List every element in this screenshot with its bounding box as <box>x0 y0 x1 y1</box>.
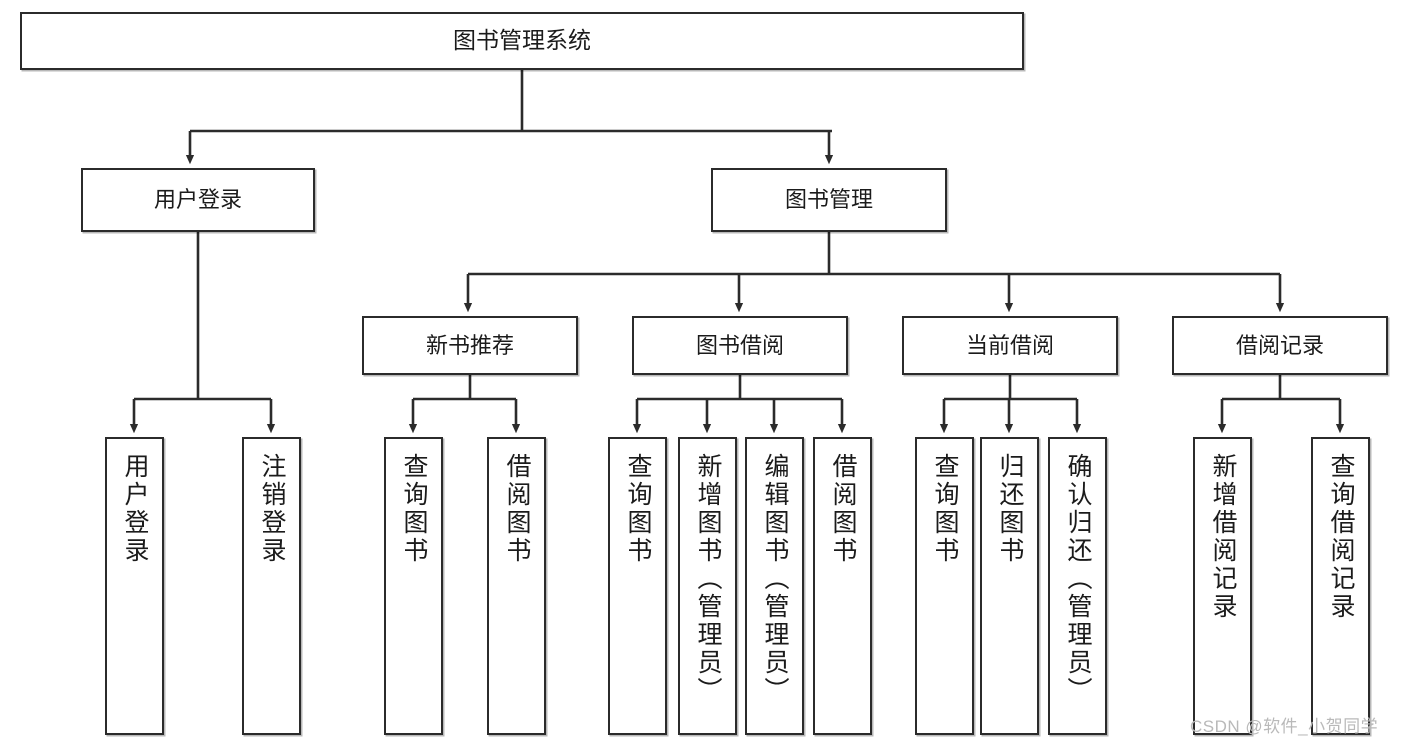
node-current-borrow[interactable]: 当前借阅 <box>902 316 1118 375</box>
node-label: 图书管理系统 <box>453 27 591 54</box>
node-label: 查询图书 <box>624 453 652 565</box>
node-leaf-borrow-book-1[interactable]: 借阅图书 <box>487 437 546 735</box>
node-label: 新增借阅记录 <box>1209 453 1237 621</box>
node-label: 确认归还（管理员） <box>1064 453 1092 705</box>
node-label: 查询借阅记录 <box>1327 453 1355 621</box>
node-label: 新增图书（管理员） <box>694 453 722 705</box>
node-label: 用户登录 <box>121 453 149 565</box>
node-label: 借阅图书 <box>503 453 531 565</box>
node-label: 注销登录 <box>258 453 286 565</box>
node-new-book-recommend[interactable]: 新书推荐 <box>362 316 578 375</box>
node-root-system[interactable]: 图书管理系统 <box>20 12 1024 70</box>
node-leaf-return-book[interactable]: 归还图书 <box>980 437 1039 735</box>
node-borrow-record[interactable]: 借阅记录 <box>1172 316 1388 375</box>
node-book-borrow[interactable]: 图书借阅 <box>632 316 848 375</box>
node-book-management[interactable]: 图书管理 <box>711 168 947 232</box>
node-leaf-edit-book[interactable]: 编辑图书（管理员） <box>745 437 804 735</box>
node-label: 借阅图书 <box>829 453 857 565</box>
node-leaf-query-book-3[interactable]: 查询图书 <box>915 437 974 735</box>
node-leaf-add-record[interactable]: 新增借阅记录 <box>1193 437 1252 735</box>
node-leaf-query-book-1[interactable]: 查询图书 <box>384 437 443 735</box>
node-leaf-add-book[interactable]: 新增图书（管理员） <box>678 437 737 735</box>
node-label: 查询图书 <box>931 453 959 565</box>
node-label: 查询图书 <box>400 453 428 565</box>
node-label: 归还图书 <box>996 453 1024 565</box>
node-leaf-logout[interactable]: 注销登录 <box>242 437 301 735</box>
node-leaf-query-record[interactable]: 查询借阅记录 <box>1311 437 1370 735</box>
node-user-login[interactable]: 用户登录 <box>81 168 315 232</box>
node-leaf-query-book-2[interactable]: 查询图书 <box>608 437 667 735</box>
node-label: 图书管理 <box>784 187 873 213</box>
node-label: 编辑图书（管理员） <box>761 453 789 705</box>
node-label: 当前借阅 <box>965 332 1054 358</box>
node-leaf-borrow-book-2[interactable]: 借阅图书 <box>813 437 872 735</box>
node-leaf-user-login[interactable]: 用户登录 <box>105 437 164 735</box>
node-label: 用户登录 <box>153 187 242 213</box>
node-label: 图书借阅 <box>695 332 784 358</box>
node-label: 借阅记录 <box>1235 332 1324 358</box>
node-leaf-confirm-return[interactable]: 确认归还（管理员） <box>1048 437 1107 735</box>
node-label: 新书推荐 <box>425 332 514 358</box>
